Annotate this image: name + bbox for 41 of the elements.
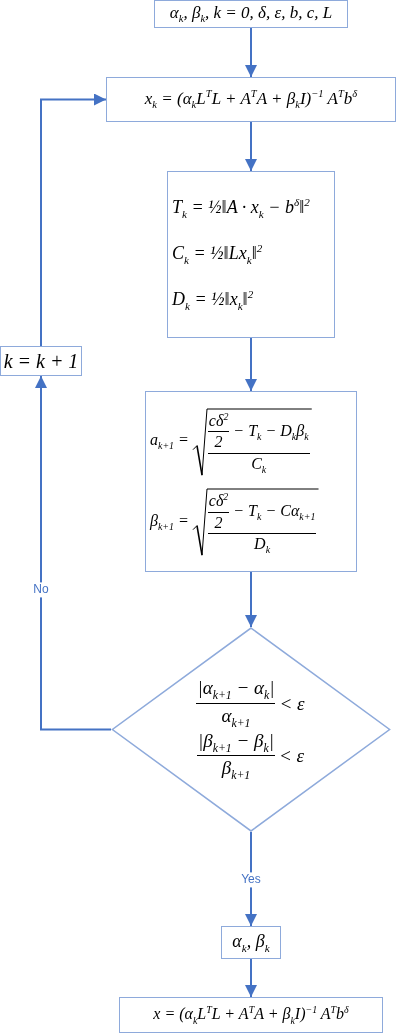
process-box [106, 77, 396, 122]
fraction-denominator: C$_{k}$ [250, 454, 268, 475]
formula: k = k + 1 [2, 349, 80, 373]
fraction-numerator: |α$_{k+1}$ − α$_{k}$| [196, 677, 276, 702]
process-box [145, 391, 357, 572]
formula: D$_{k}$ = ½‖x$_{k}$‖$^{2}$ [171, 289, 255, 312]
arrow [35, 375, 112, 731]
fraction-denominator: 2 [213, 433, 224, 452]
formula-term: β$_{k+1}$ = [149, 511, 190, 532]
fraction-numerator: cδ$^{2}$ [207, 411, 230, 431]
formula-term: < ε [277, 744, 306, 767]
formula: T$_{k}$ = ½‖A · x$_{k}$ − b$^{δ}$‖$^{2}$ [171, 197, 311, 220]
process-box [119, 997, 383, 1033]
decision-diamond [111, 627, 391, 832]
formula: α$_{k}$, β$_{k}$ [231, 931, 271, 954]
fraction-denominator: D$_{k}$ [253, 535, 272, 556]
arrow [245, 831, 257, 927]
edge-label: No [32, 582, 50, 598]
formula: x$_{k}$ = (α$_{k}$L$^{T}$L + A$^{T}$A + β$_{k}$I)$^{−1}$ A$^{T}$b$^{δ}$ [143, 88, 359, 111]
arrow [40, 93, 107, 347]
formula-term: − T$_{k}$ − Cα$_{k+1}$ [232, 502, 317, 523]
process-box [221, 926, 281, 959]
fraction-denominator: 2 [213, 513, 224, 533]
process-box [154, 0, 348, 28]
formula-term: a$_{k+1}$ = [149, 431, 190, 452]
fraction-denominator: α$_{k+1}$ [220, 704, 252, 730]
arrow [245, 27, 257, 78]
arrow [245, 958, 257, 998]
formula: α$_{k}$, β$_{k}$, k = 0, δ, ε, b, c, L [168, 3, 334, 25]
fraction-numerator: cδ$^{2}$ [207, 492, 230, 511]
formula: x = (α$_{k}$L$^{T}$L + A$^{T}$A + β$_{k}$I)$^{−1}$ A$^{T}$b$^{δ}$ [152, 1004, 350, 1026]
fraction-numerator: |β$_{k+1}$ − β$_{k}$| [196, 729, 275, 755]
arrow [245, 337, 257, 392]
edge-label: Yes [240, 872, 262, 888]
formula-term: − T$_{k}$ − D$_{k}$β$_{k}$ [232, 421, 310, 442]
formula-term: < ε [278, 692, 306, 715]
arrow [245, 121, 257, 172]
formula: C$_{k}$ = ½‖Lx$_{k}$‖$^{2}$ [171, 243, 264, 266]
arrow [245, 571, 257, 628]
fraction-denominator: β$_{k+1}$ [220, 757, 252, 782]
process-box [167, 171, 335, 338]
